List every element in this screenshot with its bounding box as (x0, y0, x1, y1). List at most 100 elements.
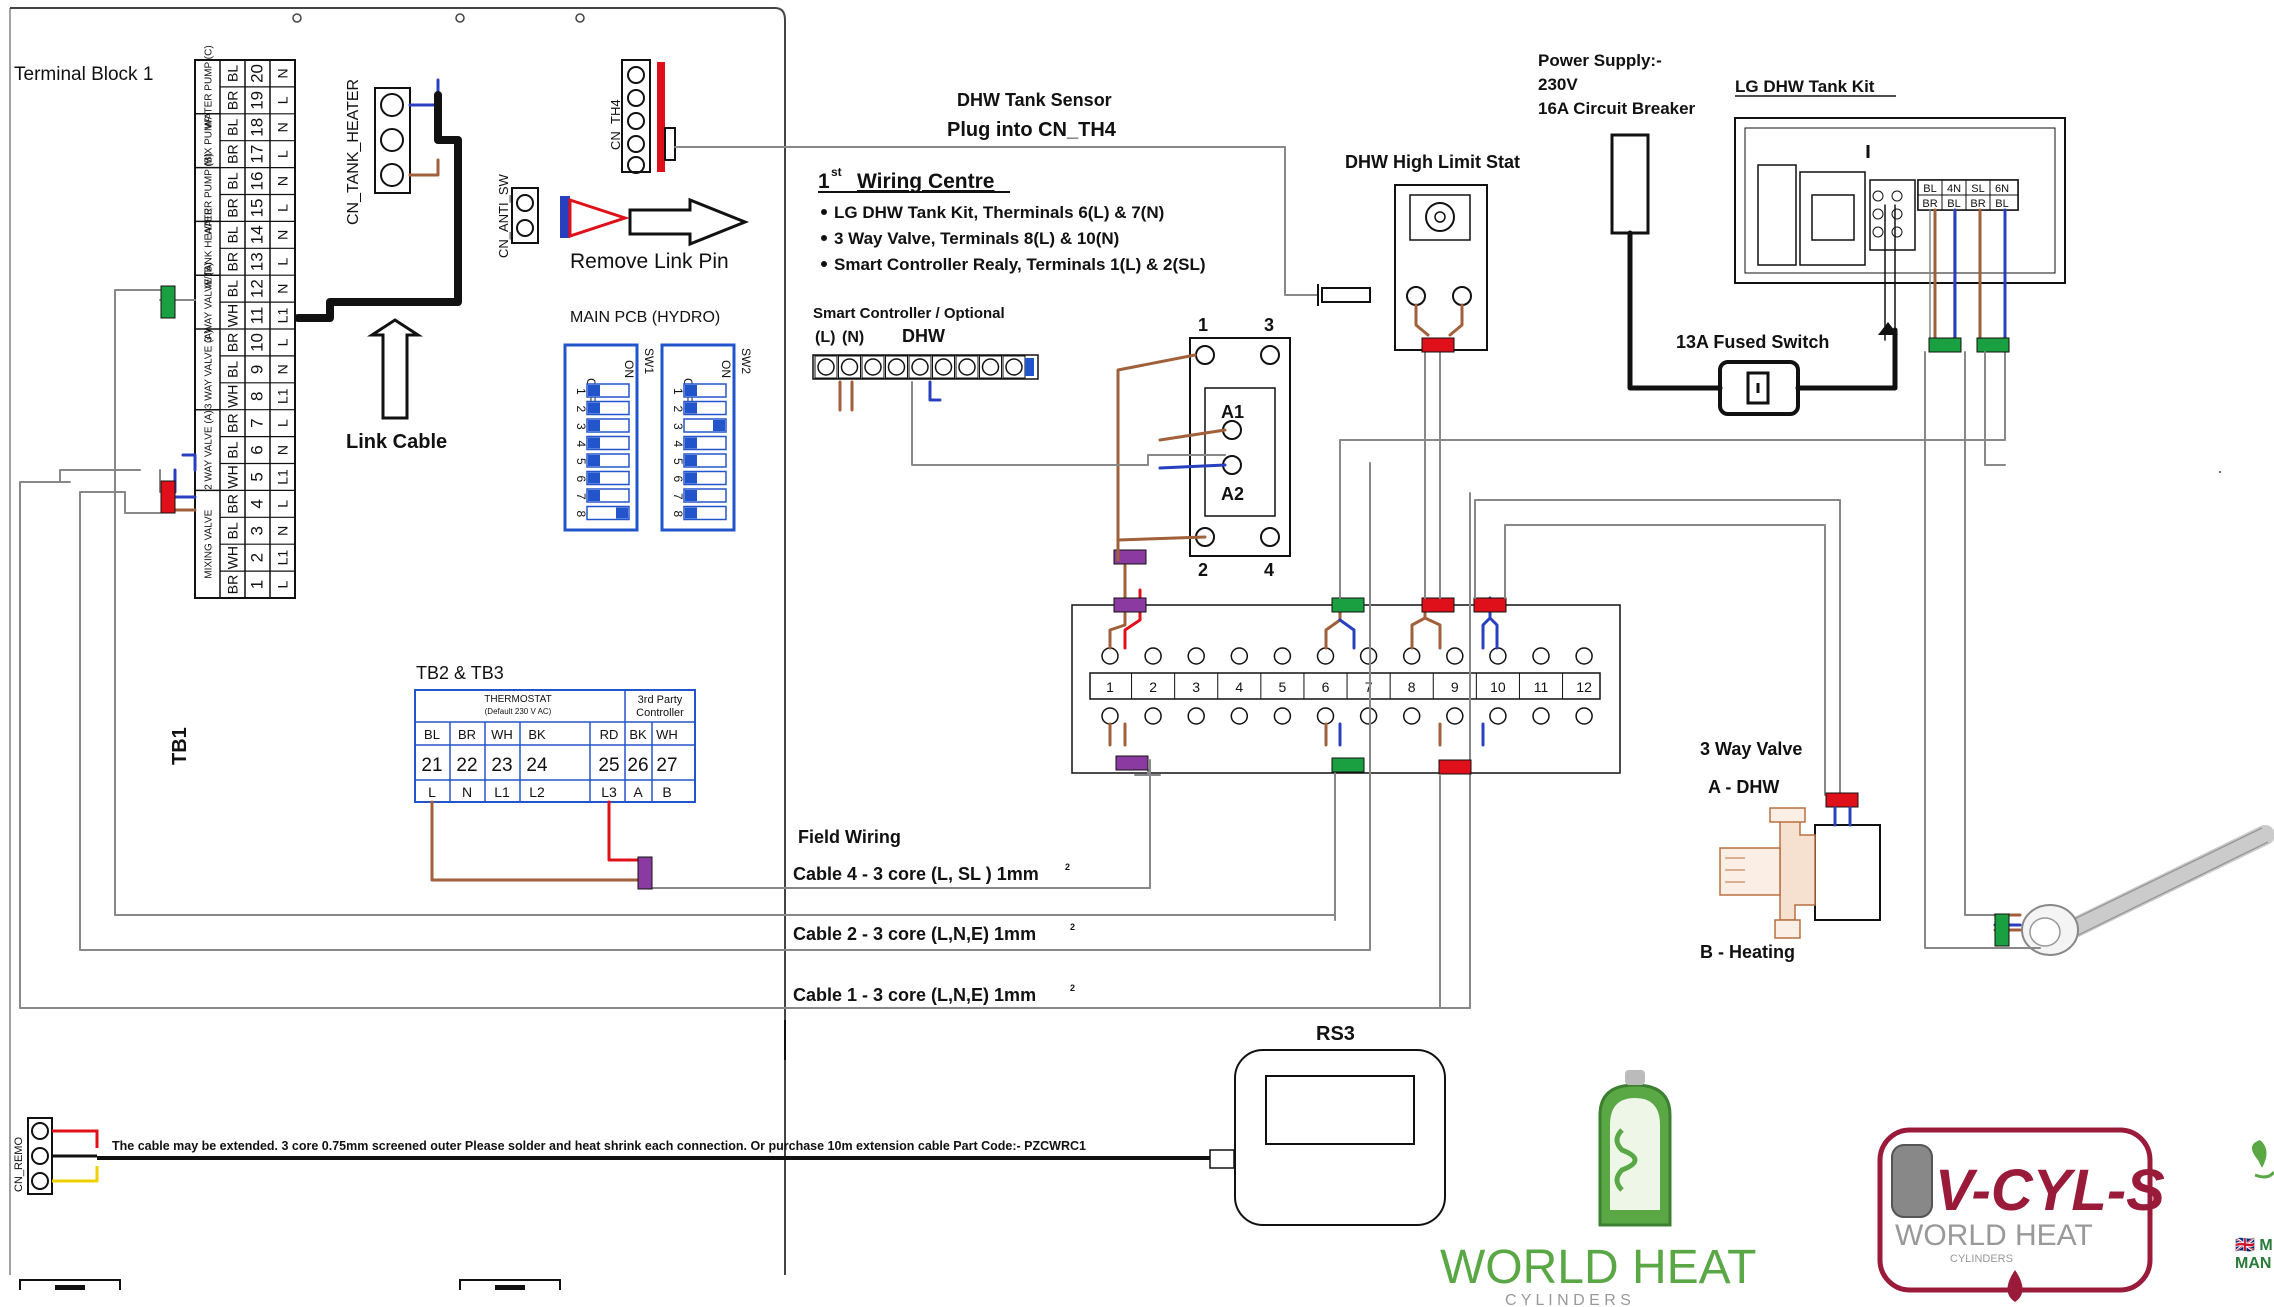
tb23-colour: BK (629, 727, 647, 742)
dip-knob (685, 437, 697, 449)
relay-a1: A1 (1221, 402, 1244, 422)
tb1-cell: 16 (248, 172, 267, 191)
kit-term-bottom: BR (1970, 198, 1985, 210)
tb1-cell: 3 (248, 526, 267, 535)
dip-switches: OFFONSW112345678OFFONSW212345678 (563, 343, 753, 532)
vcyls-text: V-CYL-S (1935, 1158, 2165, 1223)
relay (1189, 337, 1291, 557)
cn-remo-label: CN_REMO (13, 1137, 25, 1192)
cable-4-label: Cable 4 - 3 core (L, SL ) 1mm 2 (793, 862, 1070, 884)
smart-controller-l: (L) (815, 329, 835, 346)
cn-th4-label: CN_TH4 (608, 99, 623, 150)
wc-terminal-number: 2 (1149, 679, 1157, 695)
cable-sleeve (160, 285, 176, 319)
cable-4-text: Cable 4 - 3 core (L, SL ) 1mm (793, 864, 1039, 884)
wc-top-terminal (1273, 647, 1292, 665)
dhw-sensor-subtitle: Plug into CN_TH4 (947, 119, 1117, 141)
dip-sw-label: SW2 (739, 348, 753, 374)
relay-1: 1 (1198, 315, 1208, 335)
smart-controller-n: (N) (842, 329, 864, 346)
tb23-function: N (462, 784, 472, 800)
tb1-cell: BR (225, 144, 241, 163)
wc-terminal-number: 4 (1235, 679, 1243, 695)
tb1-cell: WH (225, 465, 241, 488)
tb1-cell: 8 (248, 392, 267, 401)
cable-4-sup: 2 (1065, 862, 1070, 872)
terminal-block-2-3: THERMOSTAT(Default 230 V AC)3rd PartyCon… (414, 689, 696, 803)
link-cable-label: Link Cable (346, 431, 447, 453)
tb1-cell: 19 (248, 91, 267, 110)
tb1-cell: L (275, 500, 291, 508)
smart-blue (928, 380, 942, 402)
tb23-function: B (662, 784, 671, 800)
wc-terminal-number: 10 (1490, 679, 1506, 695)
wiring-centre-title: Wiring Centre (857, 170, 994, 193)
cable-sleeve (1928, 337, 1962, 353)
valve-wires (1833, 806, 1852, 827)
tb1-cell: BL (225, 441, 241, 458)
strip-terminal (981, 358, 1000, 376)
wc-bottom-terminal (1273, 707, 1292, 725)
tb1-cell: BL (225, 522, 241, 539)
dip-knob (588, 455, 600, 466)
tb1-cell: BL (225, 65, 241, 82)
strip-end (1025, 358, 1034, 376)
tb1-cell: 13 (248, 252, 267, 271)
cn-anti-sw-label: CN_ANTI_SW (496, 173, 511, 258)
valve-b: B - Heating (1700, 942, 1795, 962)
dip-knob (588, 420, 600, 431)
tb1-cell: BR (225, 494, 241, 513)
vcyls-world-heat: WORLD HEAT (1895, 1219, 2093, 1252)
dhw-sensor-probe (1317, 284, 1371, 306)
tb1-cell: 15 (248, 198, 267, 217)
tb23-number: 26 (627, 755, 648, 776)
wc-bottom-terminal (1489, 707, 1507, 725)
cable-sleeve (1976, 337, 2010, 353)
wc-top-terminal (1489, 647, 1507, 665)
tb1-cell: L (275, 96, 291, 104)
tb1-group-label: MIXING VALVE (204, 509, 215, 578)
tb1-cell: BL (225, 118, 241, 135)
smart-grey (911, 381, 1226, 466)
kit-term-top: SL (1971, 183, 1984, 195)
vcyls-logo: V-CYL-S WORLD HEAT CYLINDERS (1877, 1127, 2165, 1302)
wc-bottom-terminal (1230, 707, 1249, 725)
tb1-cell: 10 (248, 333, 267, 352)
tb1-cell: N (275, 526, 291, 536)
third-party-label-2: Controller (636, 707, 684, 719)
tb1-cell: L (275, 580, 291, 588)
wc-bottom-terminal (1187, 707, 1205, 725)
partial-logo-2: MAN (2235, 1255, 2271, 1272)
pcb-outline (9, 7, 786, 1290)
wc-top-terminal (1359, 647, 1378, 665)
tb1-cell: L (275, 204, 291, 212)
tb23-number: 21 (421, 755, 442, 776)
tb1-cell: 14 (248, 225, 267, 244)
cable-sleeve (1115, 755, 1149, 771)
wc7-blue (1338, 618, 1356, 650)
dhw-sensor-title: DHW Tank Sensor (957, 90, 1112, 110)
tb1-cell: N (275, 68, 291, 78)
strip-terminal (887, 358, 906, 376)
tb1-cell: BR (225, 91, 241, 110)
kit-right-grey (1984, 351, 2006, 466)
valve-grey2 (1504, 524, 1826, 796)
smart-controller-label: Smart Controller / Optional (813, 305, 1005, 322)
cable-sleeve (1113, 549, 1147, 565)
dip-number: 5 (671, 458, 685, 465)
dip-on: ON (622, 360, 636, 378)
cable-sleeve (1421, 597, 1455, 613)
dip-knob (685, 472, 697, 484)
wc-bottom-terminal (1316, 707, 1335, 725)
tb23-colour: BL (424, 727, 440, 742)
cable-2-label: Cable 2 - 3 core (L,N,E) 1mm 2 (793, 922, 1075, 944)
tank-kit-title: LG DHW Tank Kit (1735, 77, 1875, 96)
dip-number: 2 (574, 406, 588, 413)
tb1-cell: N (275, 284, 291, 294)
tb23-colour: WH (491, 727, 513, 742)
wc-bottom-terminal (1575, 707, 1593, 725)
tb23-number: 23 (491, 755, 512, 776)
strip-terminal (934, 358, 953, 376)
